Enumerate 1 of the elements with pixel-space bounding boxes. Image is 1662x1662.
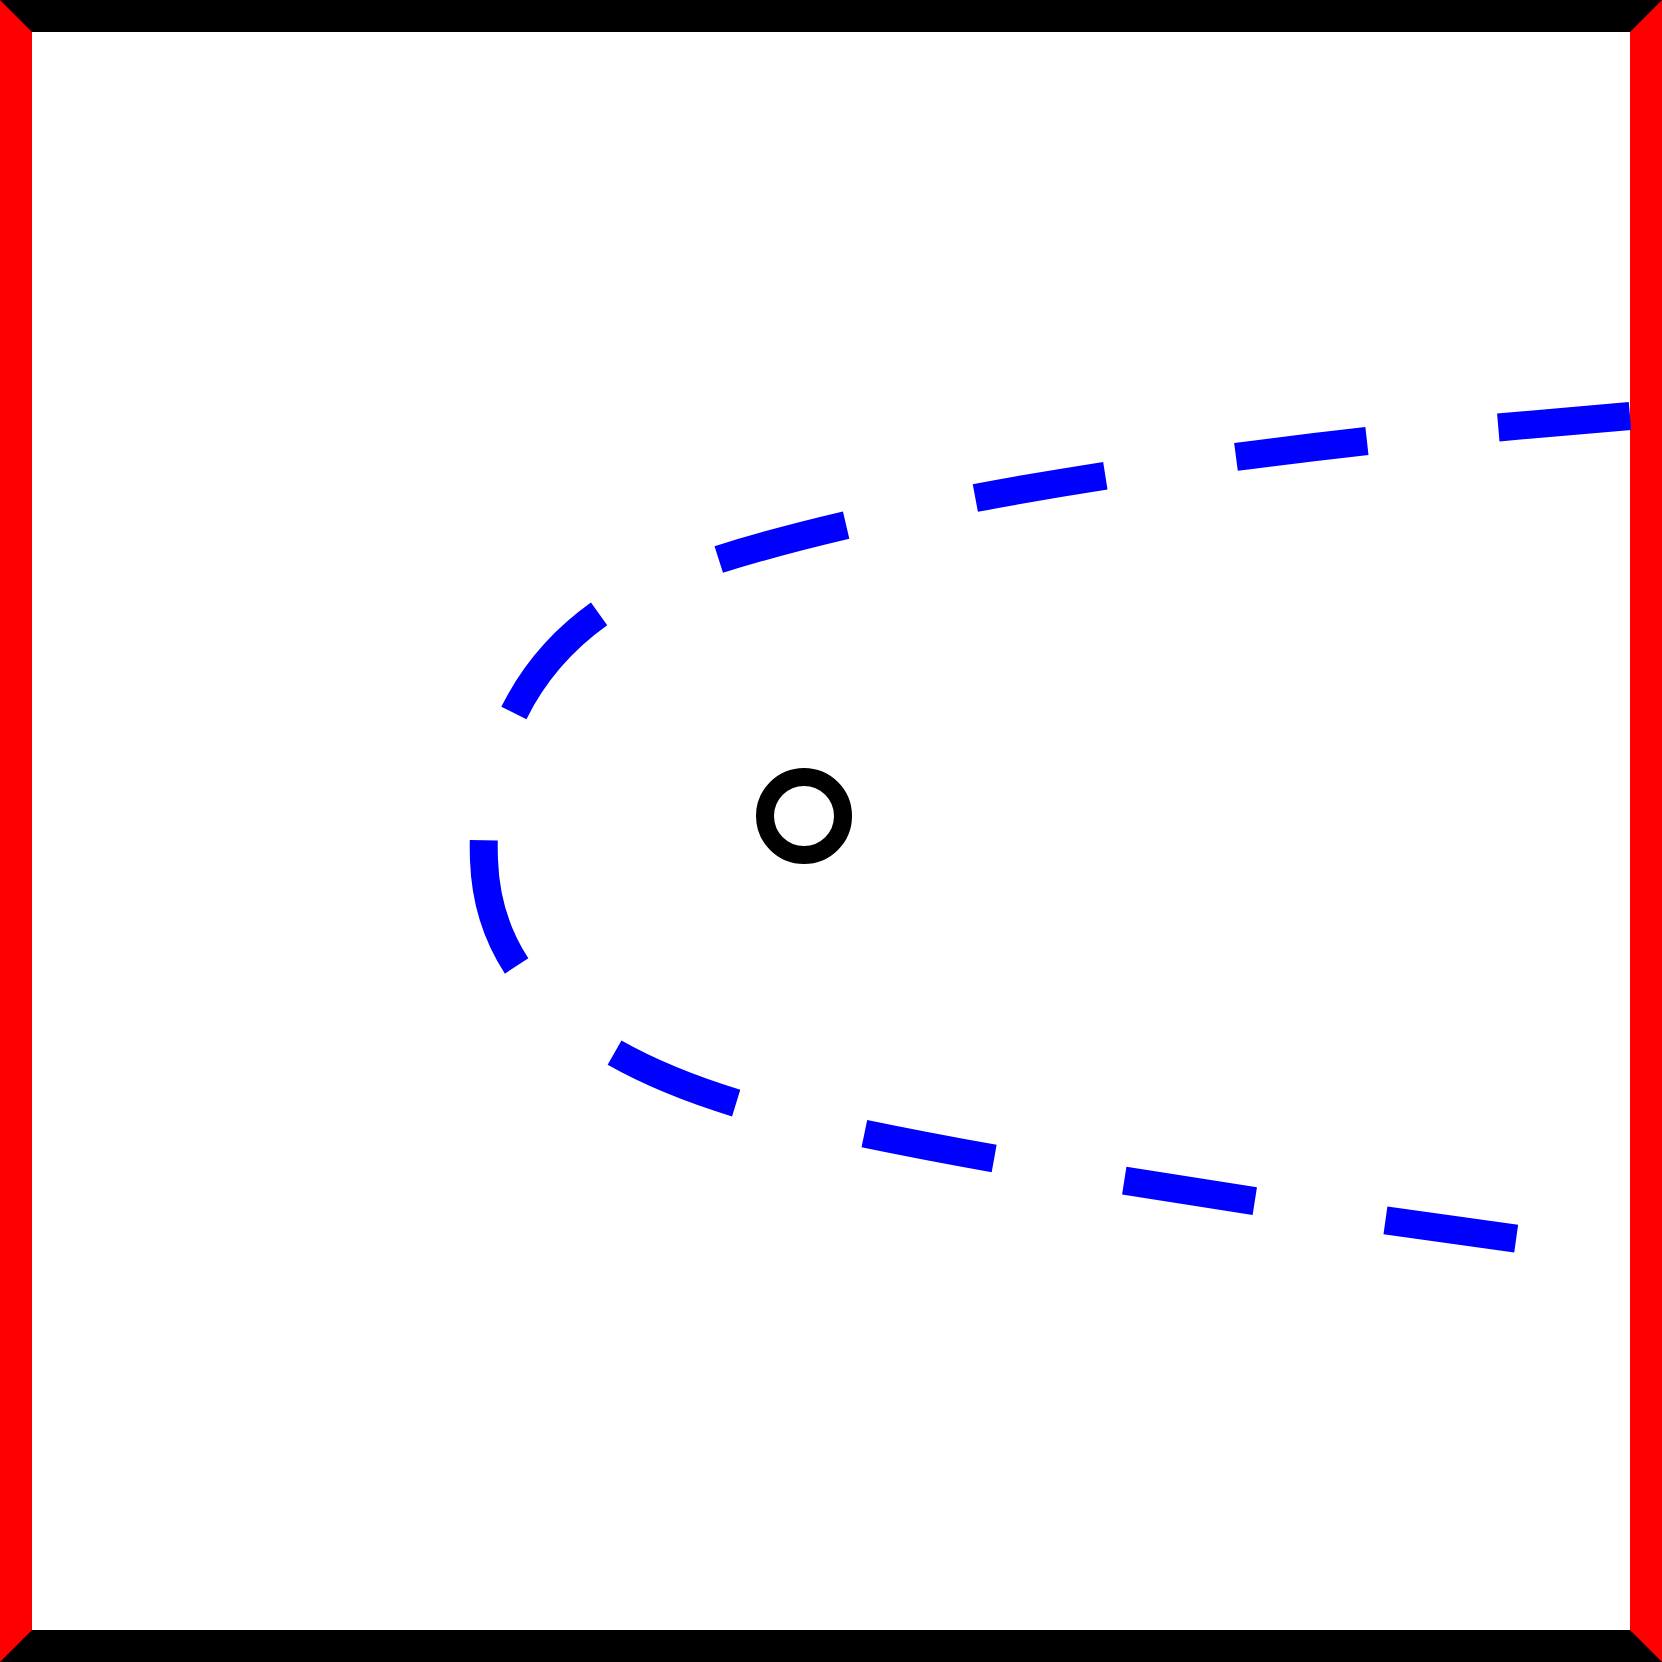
ring-marker — [756, 768, 852, 864]
